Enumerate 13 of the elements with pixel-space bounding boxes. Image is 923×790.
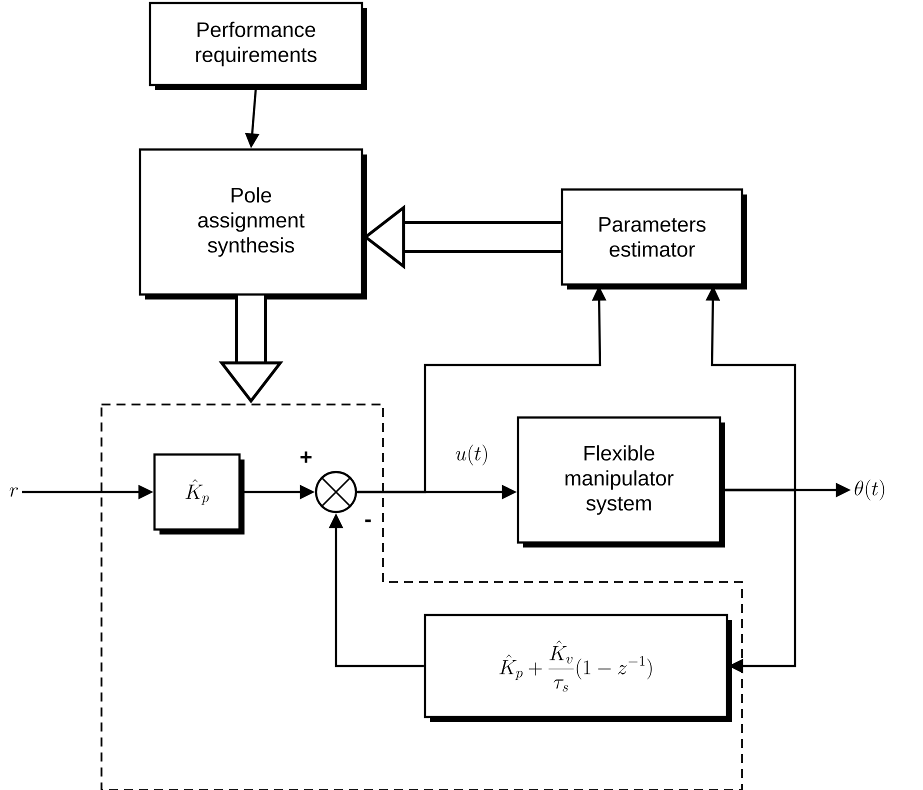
- summing-junction: [314, 470, 358, 514]
- process-box: Pole assignment synthesis: [138, 148, 367, 300]
- process-box: Parameters estimator: [560, 188, 747, 290]
- sign-label: +: [300, 452, 312, 463]
- gain-box: $\hat{K}_p$: [153, 453, 244, 534]
- process-box: Performance requirements: [148, 2, 367, 90]
- output-signal-label: $\theta(t)$: [854, 480, 884, 500]
- dashed-group-outline: [100, 404, 743, 790]
- sign-label: -: [365, 520, 371, 522]
- edge-label: $u(t)$: [456, 444, 487, 466]
- process-box: Flexible manipulator system: [516, 416, 725, 548]
- input-signal-label: $r$: [10, 487, 18, 497]
- transfer-function-box: $\hat{K}_p+\frac{\hat{K}_v}{\tau_s}(1-z^{-1})$: [424, 614, 732, 722]
